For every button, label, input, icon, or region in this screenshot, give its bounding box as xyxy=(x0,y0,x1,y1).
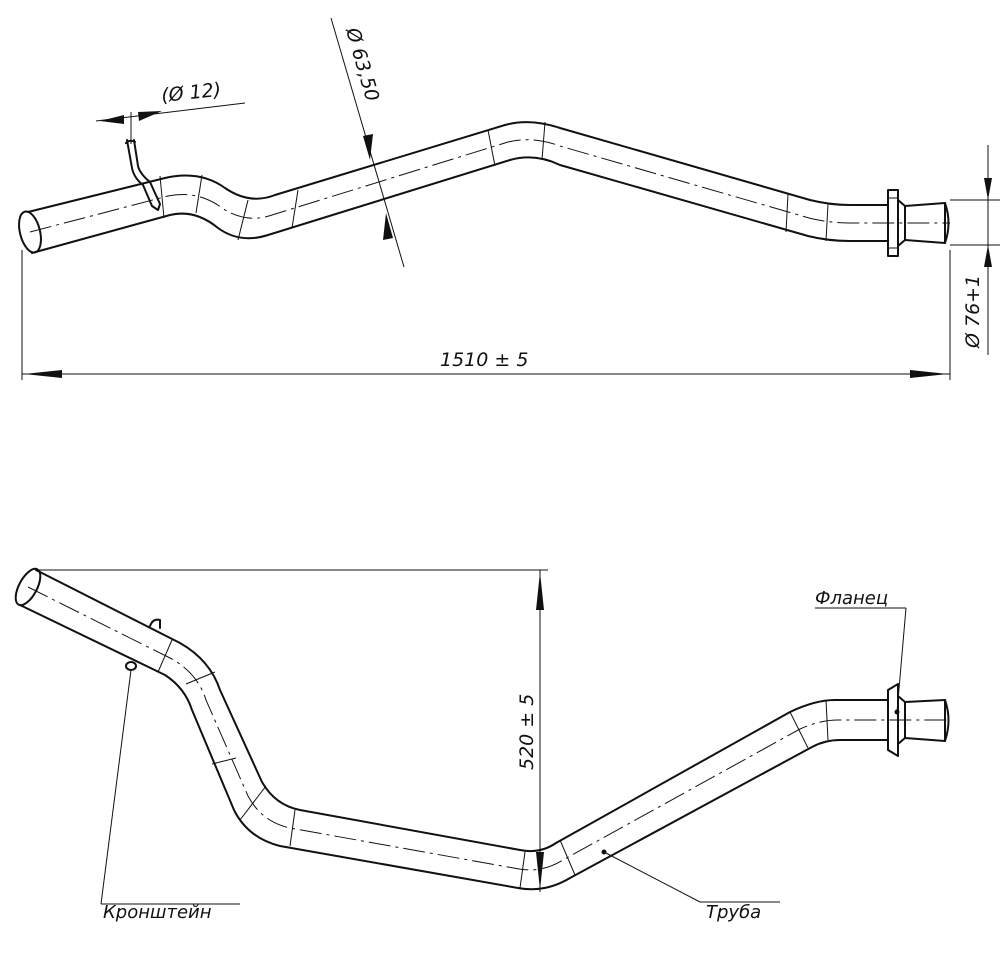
flange-top xyxy=(887,189,950,257)
tube-top-centerline xyxy=(29,139,950,233)
side-view: 520 ± 5 Фланец Кронштейн Труба xyxy=(14,567,950,923)
bracket-top xyxy=(125,139,161,211)
top-view: (Ø 12) Ø 63,50 Ø 76+1 1510 ± 5 xyxy=(18,17,1000,380)
label-tube: Труба xyxy=(706,902,761,923)
label-flange: Фланец xyxy=(815,588,888,609)
bend-marks-top xyxy=(159,121,829,242)
dim-dia-flange: Ø 76+1 xyxy=(950,145,1000,355)
dim-dia-tube: Ø 63,50 xyxy=(330,17,405,268)
tube-side-upper-edge xyxy=(35,569,889,853)
dim-dia-flange-text: Ø 76+1 xyxy=(962,275,984,349)
leader-bracket: Кронштейн xyxy=(100,669,240,923)
bend-marks-side xyxy=(157,639,829,889)
leader-flange: Фланец xyxy=(815,588,907,715)
tube-side-centerline xyxy=(27,586,950,871)
dim-length: 1510 ± 5 xyxy=(21,250,951,380)
flange-side xyxy=(887,683,950,757)
dim-height-text: 520 ± 5 xyxy=(516,694,538,770)
tube-side-lower-edge xyxy=(19,604,889,891)
dim-dia-bracket: (Ø 12) xyxy=(95,79,246,144)
label-bracket: Кронштейн xyxy=(103,902,212,923)
dim-height: 520 ± 5 xyxy=(36,569,548,892)
leader-tube: Труба xyxy=(601,849,780,923)
dim-dia-tube-text: Ø 63,50 xyxy=(341,24,383,103)
bracket-side xyxy=(125,618,161,671)
dim-length-text: 1510 ± 5 xyxy=(440,349,528,371)
tube-top-lower-edge xyxy=(31,156,889,254)
dim-dia-bracket-text: (Ø 12) xyxy=(160,79,222,107)
tube-top-upper-edge xyxy=(27,121,889,213)
